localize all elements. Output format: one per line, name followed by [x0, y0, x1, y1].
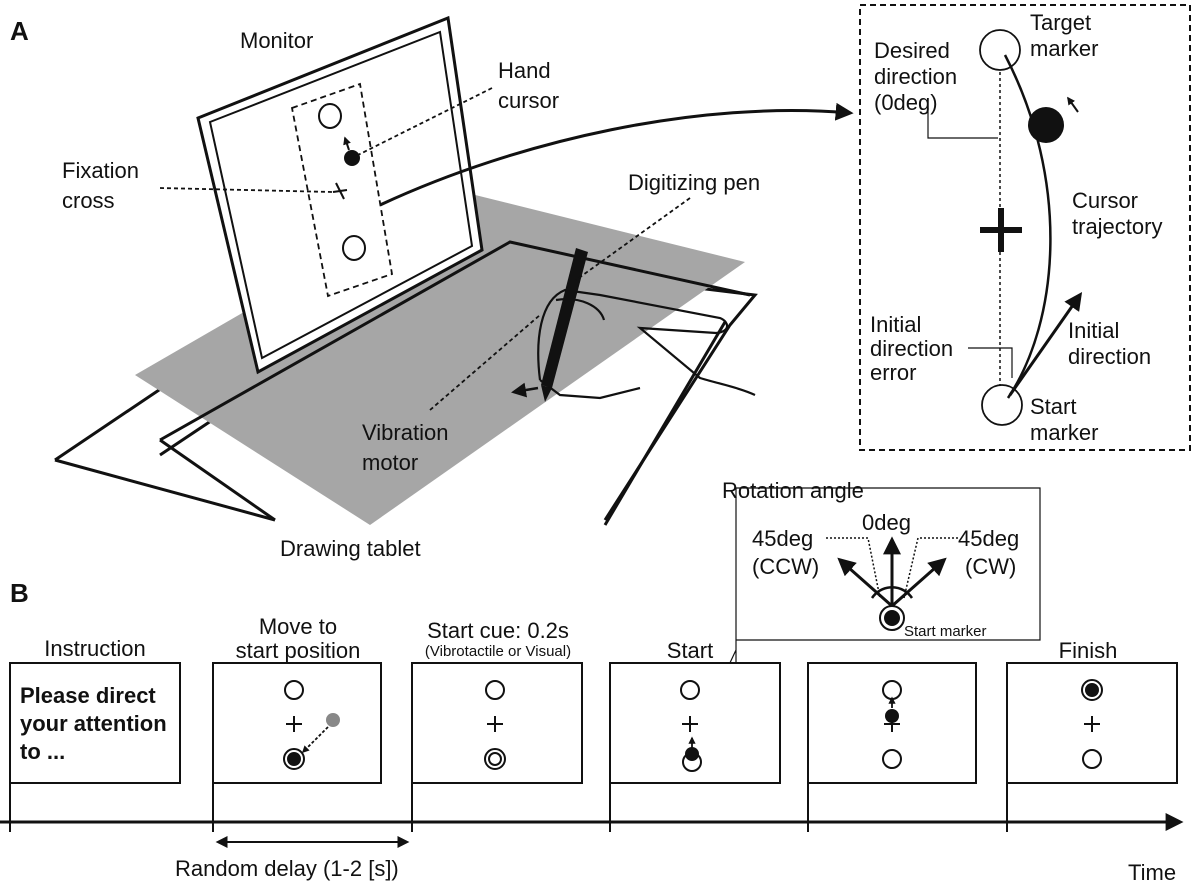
inset-trajectory-box	[859, 4, 1191, 451]
screen-cue-contents	[484, 680, 506, 770]
desired-direction-label-1: Desired	[874, 38, 950, 63]
desired-direction-label-2: direction	[874, 64, 957, 89]
stage-instruction-label: Instruction	[44, 636, 146, 661]
initial-direction-error-label-2: direction	[870, 336, 953, 361]
monitor	[196, 15, 484, 375]
panel-a-letter: A	[10, 16, 29, 46]
start-marker-label-2: marker	[1030, 420, 1098, 445]
monitor-target-marker	[318, 103, 342, 129]
screen-instruction	[9, 662, 181, 784]
inset-hand-cursor	[1028, 107, 1064, 143]
drawing-tablet-surface	[135, 190, 745, 525]
digitizing-pen-label: Digitizing pen	[628, 170, 760, 195]
random-delay-label: Random delay (1-2 [s])	[175, 856, 399, 881]
stage-move-label-2: start position	[236, 638, 361, 663]
stage-start-label: Start	[667, 638, 713, 663]
inset-connector	[379, 102, 854, 207]
ccw-label: (CCW)	[752, 554, 819, 579]
cursor-trajectory-path	[1003, 54, 1052, 399]
desired-direction-label-3: (0deg)	[874, 90, 938, 115]
time-axis-ticks	[9, 783, 1008, 832]
rotation-start-marker-label: Start marker	[904, 623, 987, 640]
initial-direction-error-label-1: Initial	[870, 312, 921, 337]
cw-label: (CW)	[965, 554, 1016, 579]
stage-cue-note: (Vibrotactile or Visual)	[425, 643, 571, 660]
zero-deg-label: 0deg	[862, 510, 911, 535]
digitizing-pen	[541, 248, 588, 388]
stage-finish-label: Finish	[1059, 638, 1118, 663]
ccw-deg-label: 45deg	[752, 526, 813, 551]
initial-direction-arrow	[1008, 292, 1083, 396]
instruction-text-2: your attention	[20, 711, 167, 736]
start-marker-label-1: Start	[1030, 394, 1076, 419]
fixation-label-1: Fixation	[62, 158, 139, 183]
cursor-trajectory-label-1: Cursor	[1072, 188, 1138, 213]
screen-moving-contents	[882, 680, 902, 769]
target-marker-label-2: marker	[1030, 36, 1098, 61]
cw-deg-label: 45deg	[958, 526, 1019, 551]
initial-direction-label-1: Initial	[1068, 318, 1119, 343]
instruction-text-1: Please direct	[20, 683, 156, 708]
stage-cue-label: Start cue: 0.2s	[427, 618, 569, 643]
panel-b-letter: B	[10, 578, 29, 608]
instruction-text-3: to ...	[20, 739, 65, 764]
screen-finish-contents	[1081, 679, 1103, 769]
rotation-angle-title: Rotation angle	[722, 478, 864, 503]
monitor-start-marker	[342, 235, 366, 261]
monitor-hand-cursor	[344, 150, 360, 166]
initial-direction-error-label-3: error	[870, 360, 916, 385]
time-label: Time	[1128, 860, 1176, 885]
leader-lines	[159, 87, 691, 411]
monitor-label: Monitor	[240, 28, 313, 53]
cursor-trajectory-label-2: trajectory	[1072, 214, 1162, 239]
vibration-label-1: Vibration	[362, 420, 448, 445]
tablet-inner-lines	[159, 240, 751, 526]
hand-cursor-label-2: cursor	[498, 88, 559, 113]
vibration-label-2: motor	[362, 450, 418, 475]
inset-target-marker	[979, 29, 1021, 71]
fixation-label-2: cross	[62, 188, 115, 213]
stage-move-label-1: Move to	[259, 614, 337, 639]
target-marker-label-1: Target	[1030, 10, 1091, 35]
screen-move-contents	[283, 680, 340, 770]
initial-direction-label-2: direction	[1068, 344, 1151, 369]
screen-start-contents	[680, 680, 702, 772]
drawing-tablet-label: Drawing tablet	[280, 536, 421, 561]
inset-start-marker	[981, 384, 1023, 426]
hand-cursor-label-1: Hand	[498, 58, 551, 83]
